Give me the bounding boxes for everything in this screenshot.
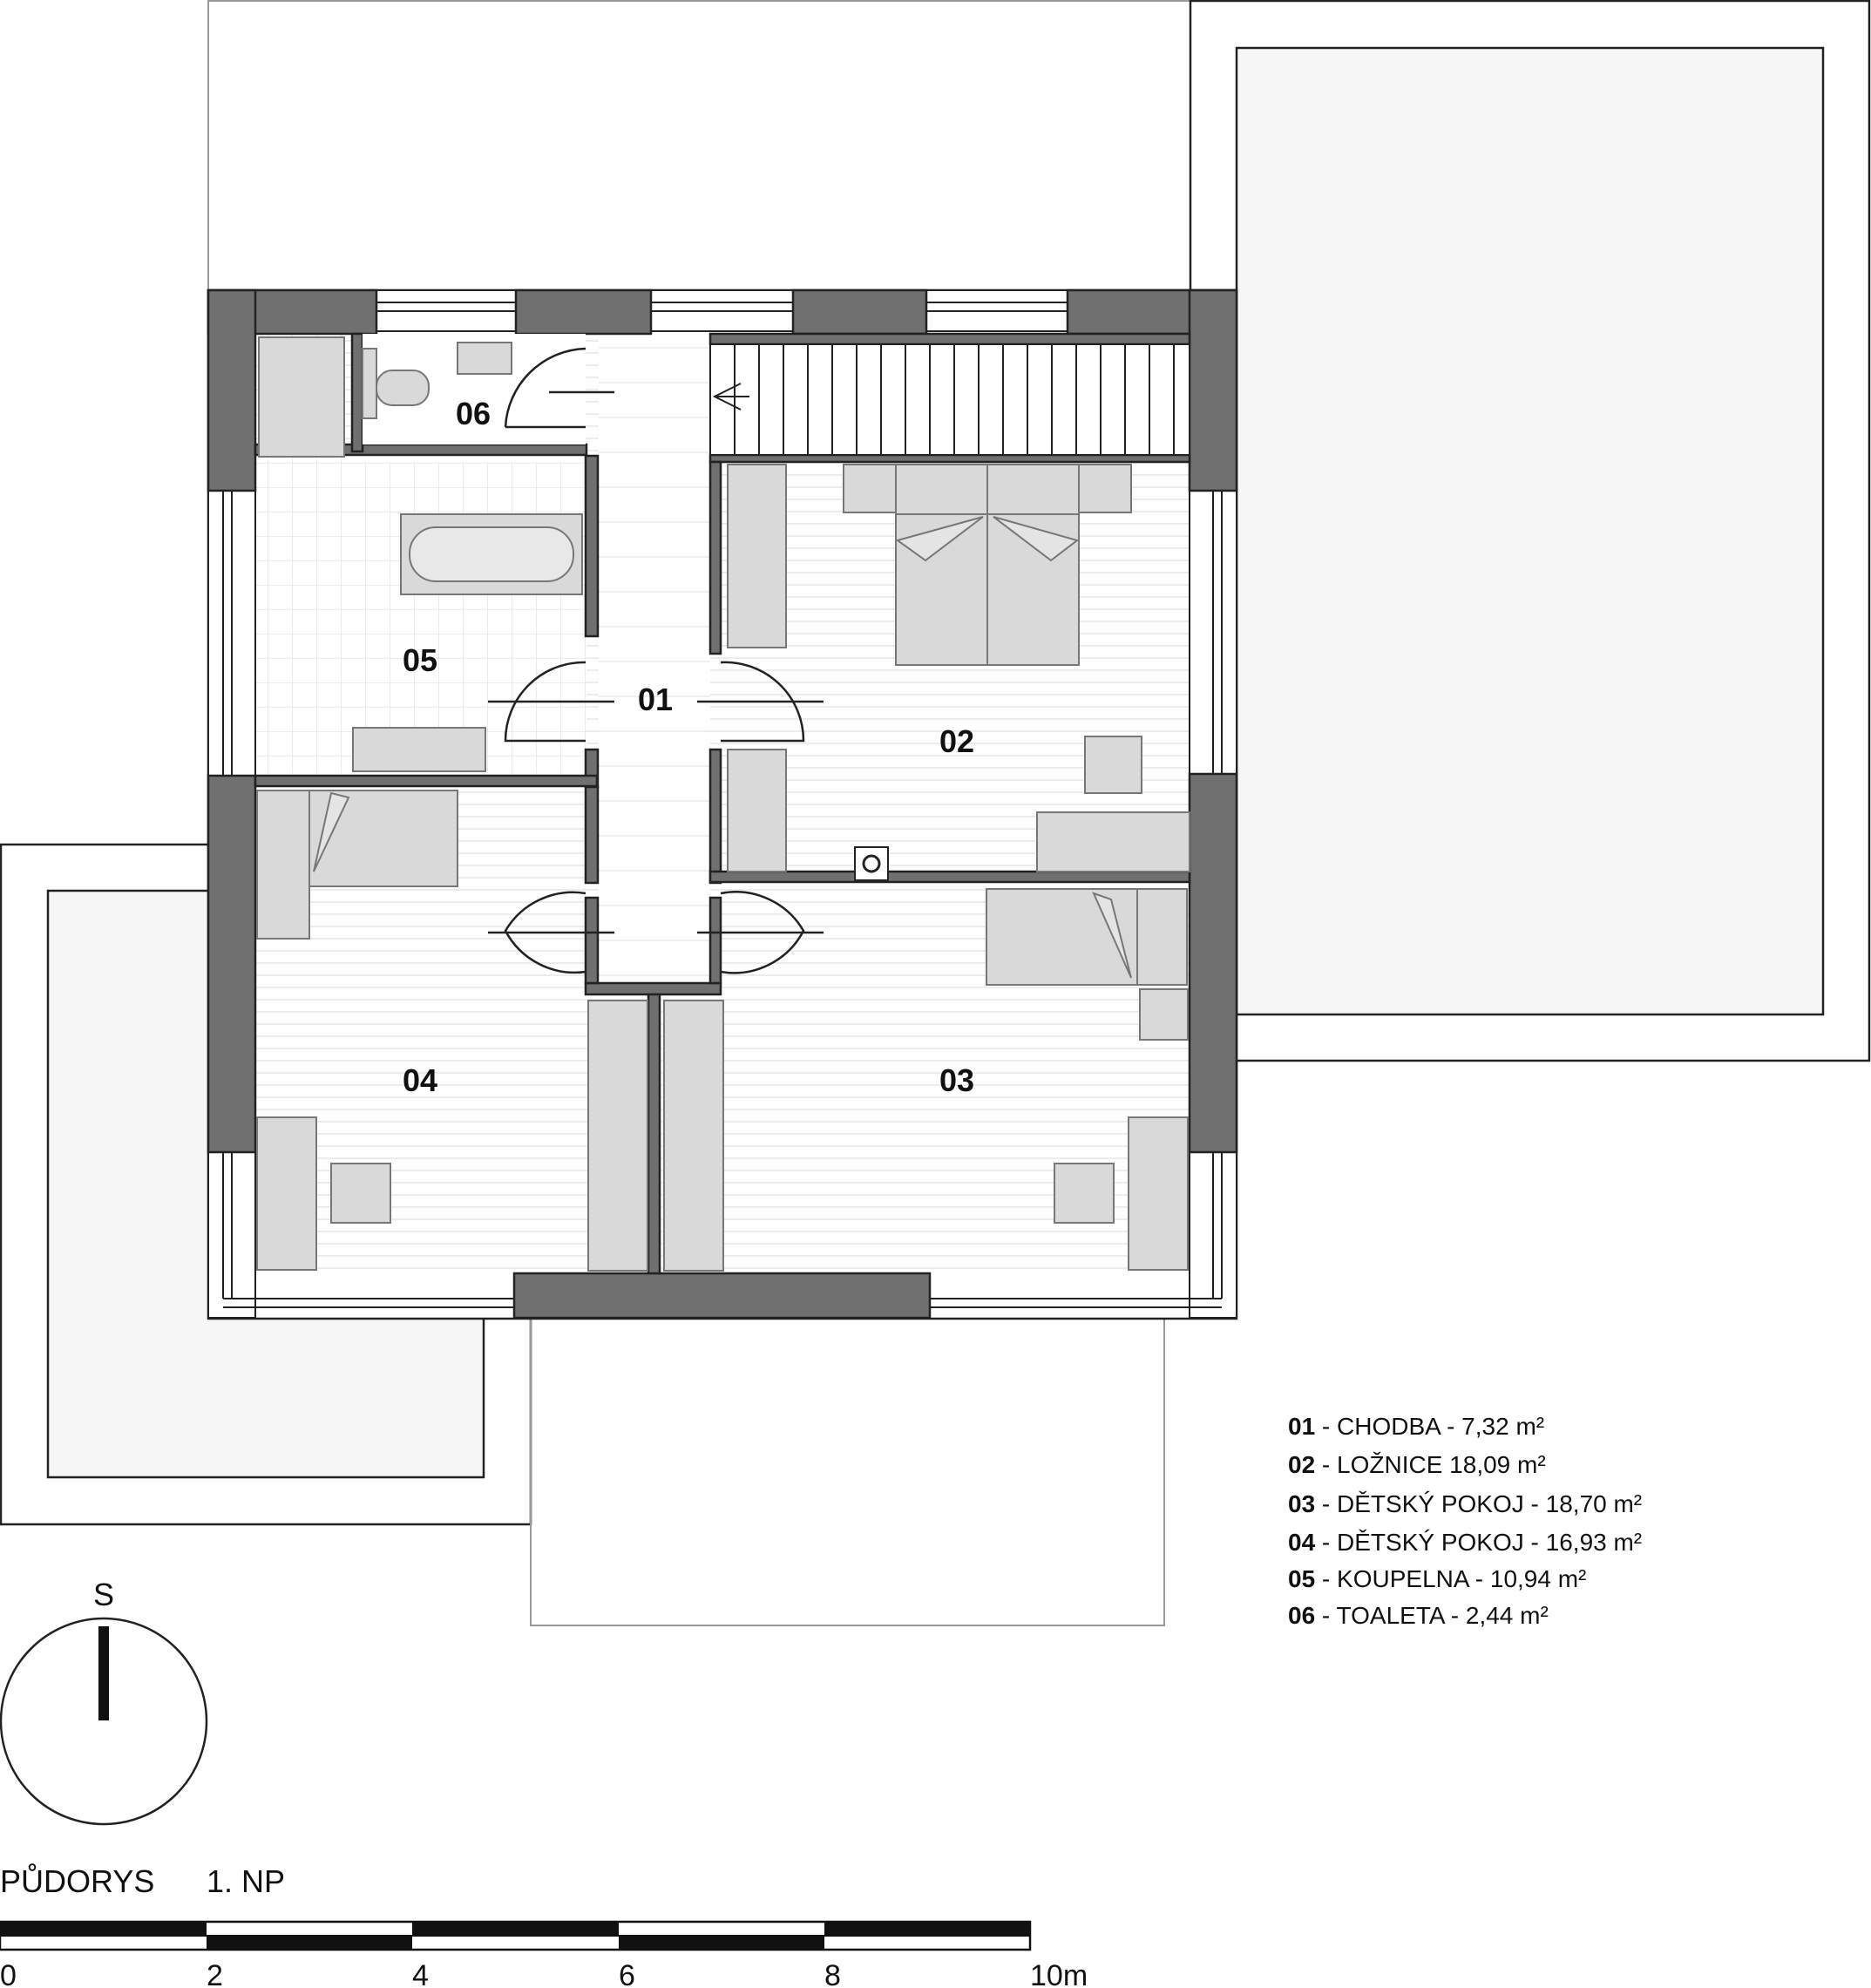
desk-chair-bedroom [1084,736,1142,794]
chair-room03 [1054,1163,1115,1224]
room-label-06: 06 [456,396,491,431]
scale-label-10m: 10m [1030,1959,1088,1988]
bed-room03 [986,888,1188,986]
scale-label-6: 6 [619,1959,635,1988]
north-compass: S [0,1577,208,1826]
compass-needle [98,1626,109,1720]
staircase [709,343,1190,456]
scale-bar: 0 2 4 6 8 10m [0,1920,1088,1988]
double-sink [352,727,486,772]
doors [488,347,824,974]
scale-label-8: 8 [824,1959,841,1988]
scale-label-0: 0 [0,1959,17,1988]
corridor-floor [599,334,710,983]
bathroom-tiles [255,462,586,773]
compass-label: S [93,1577,114,1612]
legend-line-06: 06 - TOALETA - 2,44 m² [1288,1602,1549,1629]
drawing-title: PŮDORYS 1. NP [0,1862,285,1899]
shower-tray [258,336,345,458]
room-label-04: 04 [403,1062,437,1098]
legend-line-04: 04 - DĚTSKÝ POKOJ - 16,93 m² [1288,1529,1642,1556]
desk-bedroom [1036,811,1190,872]
windows [207,289,1237,1319]
furniture [256,336,1190,1272]
legend-line-03: 03 - DĚTSKÝ POKOJ - 18,70 m² [1288,1490,1642,1517]
wc-bowl [376,370,430,406]
compass-circle [0,1617,208,1826]
room-label-05: 05 [403,642,437,678]
scale-label-2: 2 [207,1959,223,1988]
title-floor: 1. NP [207,1863,285,1899]
room-label-01: 01 [638,682,673,717]
room-label-02: 02 [939,723,974,759]
terrace-right [1235,46,1825,1016]
title-main: PŮDORYS [0,1862,154,1899]
legend-line-02: 02 - LOŽNICE 18,09 m² [1288,1451,1546,1478]
wardrobe-room03 [1128,1116,1189,1271]
legend-line-05: 05 - KOUPELNA - 10,94 m² [1288,1565,1586,1592]
chair-room04 [330,1163,391,1224]
wardrobe-bedroom [727,464,787,648]
toilet-sink [457,342,512,375]
wardrobe-room04 [256,1116,317,1271]
scale-label-4: 4 [412,1959,429,1988]
room-labels: 01 02 03 04 05 06 [403,396,974,1098]
room-legend: 01 - CHODBA - 7,32 m² 02 - LOŽNICE 18,09… [1288,1413,1642,1629]
legend-line-01: 01 - CHODBA - 7,32 m² [1288,1413,1544,1440]
room-label-03: 03 [939,1062,974,1098]
walls [207,288,1238,1320]
